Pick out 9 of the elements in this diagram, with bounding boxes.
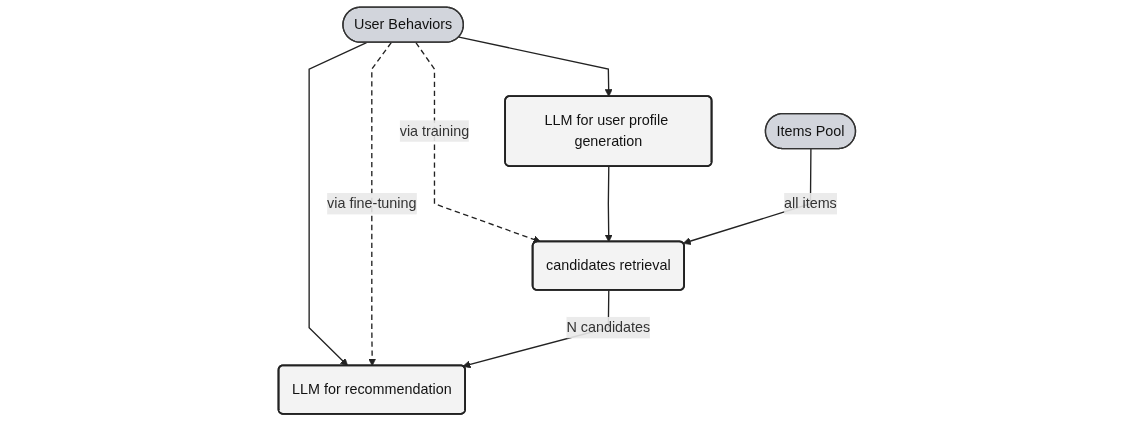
arrow [415,41,542,244]
arrow [308,41,368,367]
arrow [368,41,392,367]
edge-label: N candidates [566,319,651,335]
edge-label: all items [784,195,837,211]
arrow [604,165,613,243]
edge-label: via training [399,122,470,139]
arrow [458,36,613,97]
edge-label: via fine-tuning [327,195,417,211]
